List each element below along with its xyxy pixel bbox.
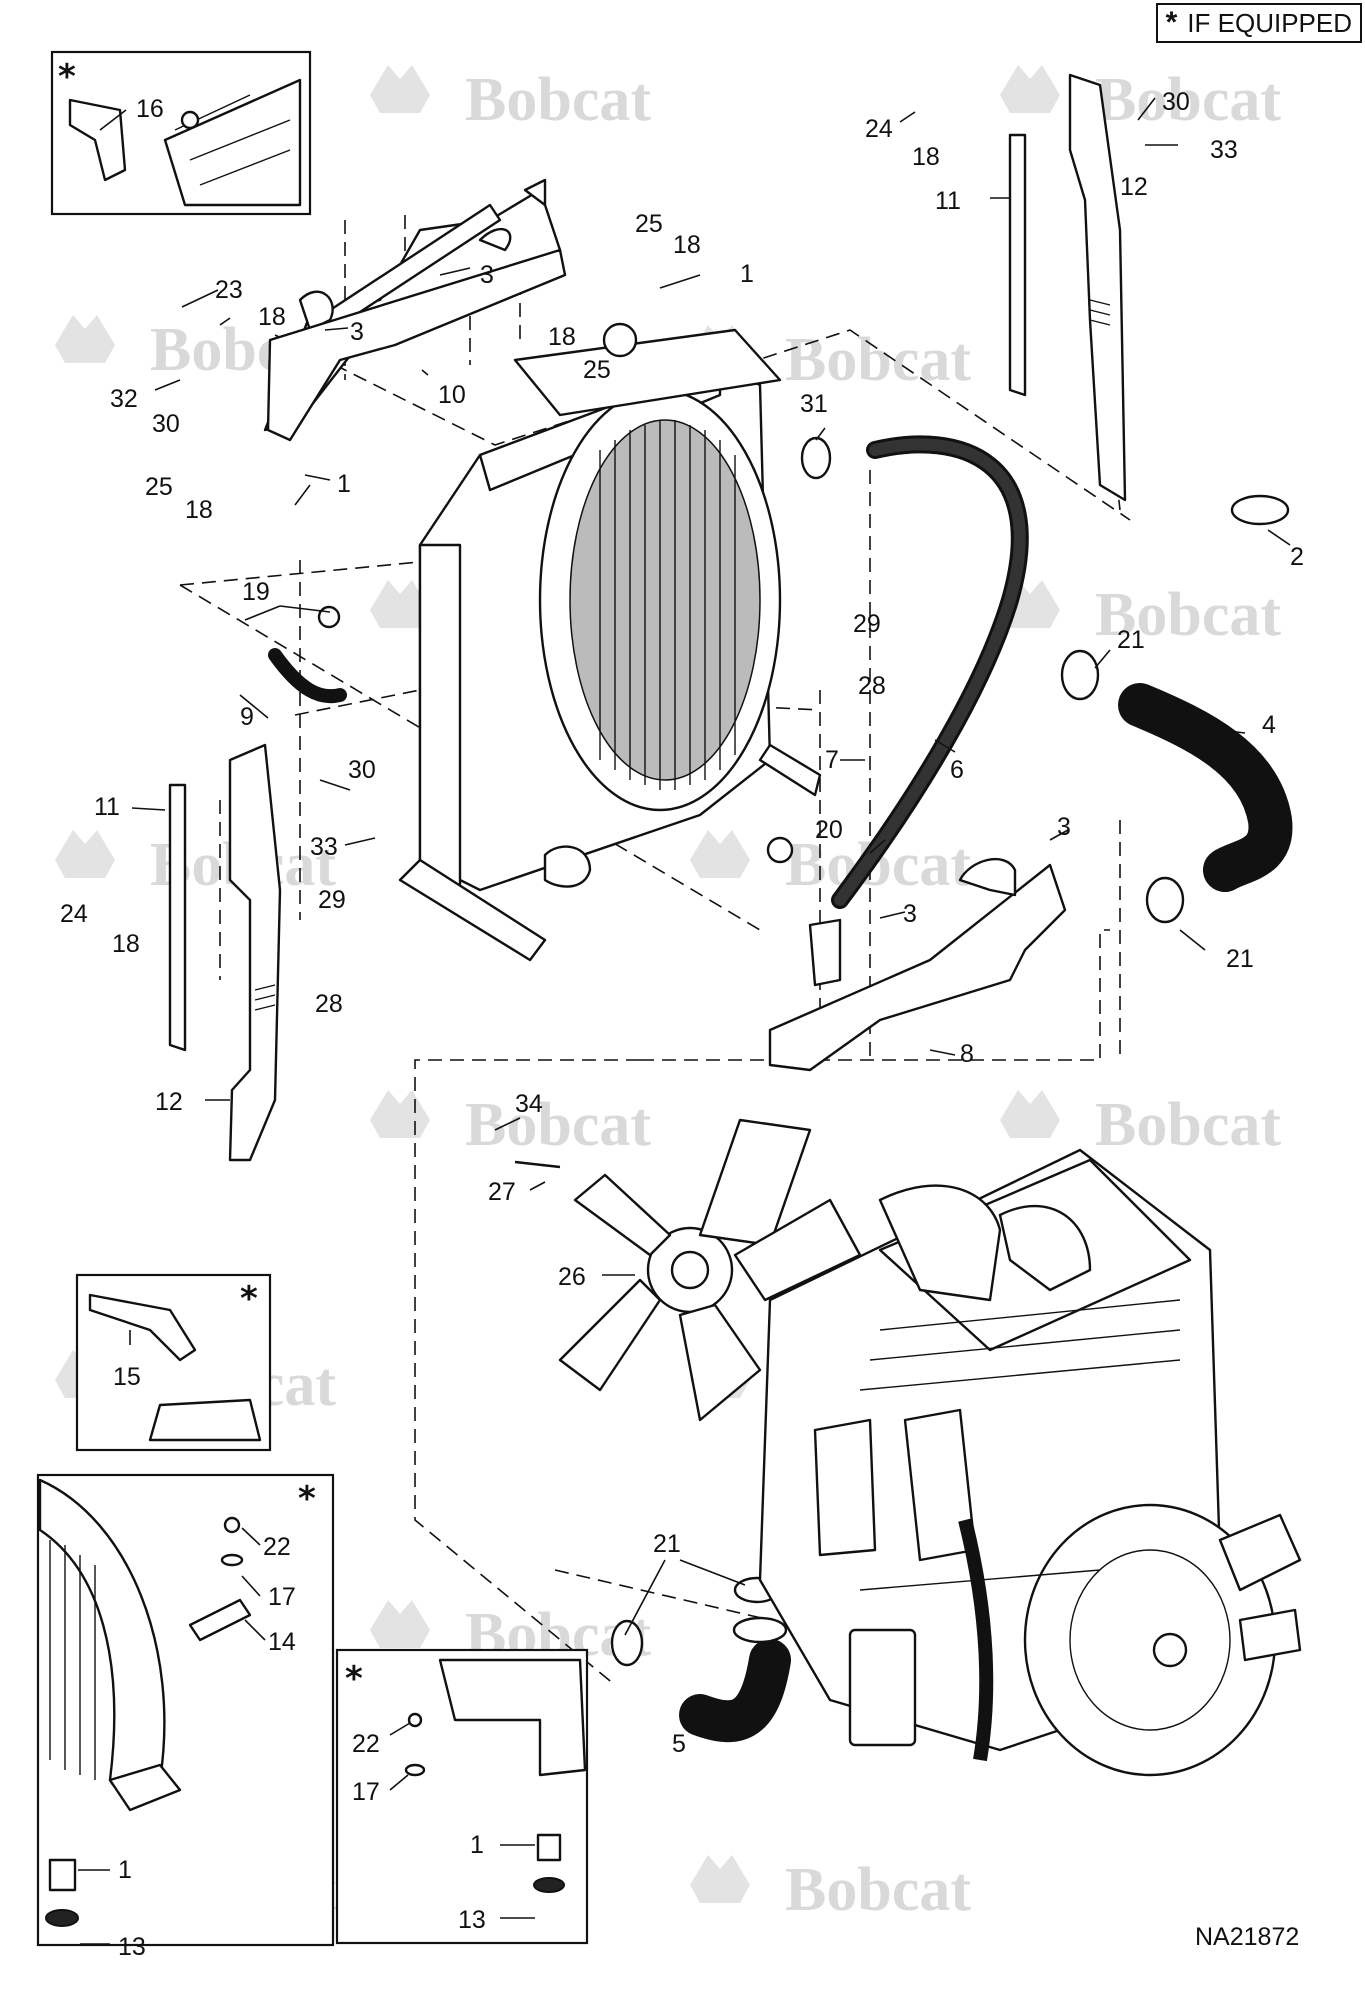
callout-10: 10 <box>438 381 466 409</box>
callout-1: 1 <box>337 470 351 498</box>
left-shroud-panels <box>168 743 282 1162</box>
callout-28: 28 <box>858 672 886 700</box>
callout-30: 30 <box>152 410 180 438</box>
callout-8: 8 <box>960 1040 974 1068</box>
callout-15: 15 <box>113 1363 141 1391</box>
callout-18: 18 <box>185 496 213 524</box>
hoses <box>268 435 1293 1743</box>
callout-25: 25 <box>583 356 611 384</box>
inset-bracket-16: * <box>50 50 312 216</box>
watermark-brand: Bobcat <box>785 1856 971 1924</box>
watermark-brand: Bobcat <box>465 66 651 134</box>
callout-23: 23 <box>215 276 243 304</box>
legend-text: IF EQUIPPED <box>1187 7 1352 38</box>
callout-19: 19 <box>242 578 270 606</box>
callout-3: 3 <box>1057 813 1071 841</box>
callout-30: 30 <box>1162 88 1190 116</box>
watermark-brand: Bobcat <box>1095 581 1281 649</box>
callout-18: 18 <box>112 930 140 958</box>
callout-5: 5 <box>672 1730 686 1758</box>
radiator-assembly <box>398 322 822 962</box>
callout-32: 32 <box>110 385 138 413</box>
inset-bracket-15: * <box>75 1273 272 1452</box>
callout-21: 21 <box>653 1530 681 1558</box>
inset-radiator-mount: * <box>36 1473 335 1947</box>
callout-1: 1 <box>740 260 754 288</box>
if-equipped-marker: * <box>58 57 76 97</box>
callout-12: 12 <box>1120 173 1148 201</box>
callout-33: 33 <box>1210 136 1238 164</box>
callout-20: 20 <box>815 816 843 844</box>
bobcat-logo-watermark <box>370 1090 430 1138</box>
hose-clamps <box>317 436 1185 1667</box>
callout-13: 13 <box>118 1933 146 1961</box>
inset-engine-mount: * <box>335 1648 589 1945</box>
bobcat-logo-watermark <box>55 830 115 878</box>
callout-18: 18 <box>912 143 940 171</box>
callout-22: 22 <box>352 1730 380 1758</box>
callout-25: 25 <box>635 210 663 238</box>
callout-24: 24 <box>865 115 893 143</box>
callout-7: 7 <box>825 746 839 774</box>
bobcat-logo-watermark <box>1000 1090 1060 1138</box>
bobcat-logo-watermark <box>690 1855 750 1903</box>
leader-lines <box>78 97 1291 1945</box>
drawing-number: NA21872 <box>1195 1923 1299 1951</box>
callout-30: 30 <box>348 756 376 784</box>
callout-6: 6 <box>950 756 964 784</box>
watermark-brand: Bobcat <box>1095 66 1281 134</box>
callout-2: 2 <box>1290 543 1304 571</box>
callout-31: 31 <box>800 390 828 418</box>
bobcat-logo-watermark <box>370 65 430 113</box>
bobcat-logo-watermark <box>690 830 750 878</box>
bobcat-logo-watermark <box>1000 65 1060 113</box>
callout-18: 18 <box>258 303 286 331</box>
callout-21: 21 <box>1226 945 1254 973</box>
callout-13: 13 <box>458 1906 486 1934</box>
callout-labels: 16 3 3 23 18 32 30 10 25 18 1 25 18 18 2… <box>60 88 1304 1961</box>
callout-28: 28 <box>315 990 343 1018</box>
asterisk-icon: * <box>1165 6 1178 39</box>
callout-3: 3 <box>903 900 917 928</box>
callout-17: 17 <box>352 1778 380 1806</box>
engine-assembly <box>758 1148 1302 1777</box>
callout-11: 11 <box>94 793 120 821</box>
callout-3: 3 <box>480 261 494 289</box>
callout-22: 22 <box>263 1533 291 1561</box>
callout-17: 17 <box>268 1583 296 1611</box>
if-equipped-marker: * <box>240 1279 258 1319</box>
bobcat-logo-watermark <box>370 1600 430 1648</box>
bobcat-logo-watermark <box>55 315 115 363</box>
callout-3: 3 <box>350 318 364 346</box>
callout-26: 26 <box>558 1263 586 1291</box>
callout-16: 16 <box>136 95 164 123</box>
watermark-brand: Bobcat <box>465 1091 651 1159</box>
callout-4: 4 <box>1262 711 1276 739</box>
callout-21: 21 <box>1117 626 1145 654</box>
callout-14: 14 <box>268 1628 296 1656</box>
lower-bracket-8 <box>768 857 1067 1072</box>
callout-18: 18 <box>548 323 576 351</box>
callout-12: 12 <box>155 1088 183 1116</box>
callout-9: 9 <box>240 703 254 731</box>
upper-brackets <box>263 73 1290 526</box>
callout-11: 11 <box>935 187 961 215</box>
callout-24: 24 <box>60 900 88 928</box>
callout-34: 34 <box>515 1090 543 1118</box>
if-equipped-marker: * <box>298 1479 316 1519</box>
watermark-brand: Bobcat <box>785 326 971 394</box>
callout-27: 27 <box>488 1178 516 1206</box>
fan-assembly <box>514 1118 862 1422</box>
callout-33: 33 <box>310 833 338 861</box>
callout-1: 1 <box>118 1856 132 1884</box>
callout-1: 1 <box>470 1831 484 1859</box>
callout-29: 29 <box>318 886 346 914</box>
if-equipped-marker: * <box>345 1659 363 1699</box>
callout-18: 18 <box>673 231 701 259</box>
if-equipped-legend: * IF EQUIPPED <box>1155 3 1362 43</box>
callout-25: 25 <box>145 473 173 501</box>
watermark-brand: Bobcat <box>1095 1091 1281 1159</box>
callout-29: 29 <box>853 610 881 638</box>
